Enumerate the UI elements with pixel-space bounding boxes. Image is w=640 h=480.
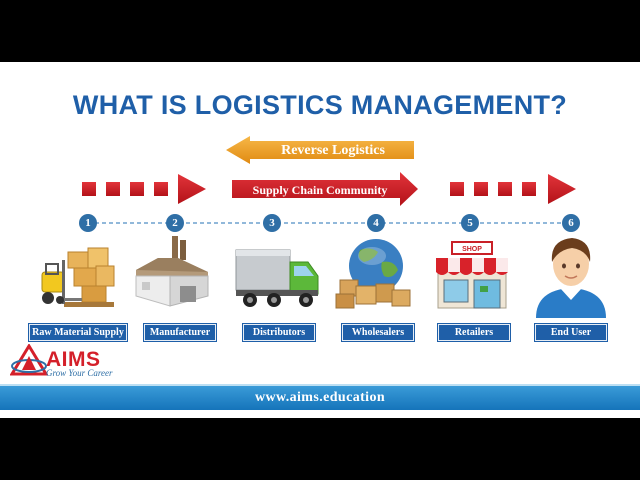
stage-label-retailers: Retailers xyxy=(438,324,510,341)
factory-icon xyxy=(135,236,209,307)
reverse-logistics-label: Reverse Logistics xyxy=(281,143,385,158)
stage-label-raw-material: Raw Material Supply xyxy=(29,324,127,341)
stage-label-wholesalers: Wholesalers xyxy=(342,324,414,341)
stage-number: 5 xyxy=(461,214,479,232)
footer-bar: www.aims.education xyxy=(0,384,640,410)
stage-number: 4 xyxy=(367,214,385,232)
shop-icon xyxy=(436,241,508,309)
stage-number: 6 xyxy=(562,214,580,232)
reverse-logistics-arrow xyxy=(226,136,414,164)
supply-chain-label: Supply Chain Community xyxy=(252,183,388,197)
logo-tagline: Grow Your Career xyxy=(46,368,113,378)
shop-sign: SHOP xyxy=(462,246,482,253)
dashed-arrow-left xyxy=(82,174,206,204)
stage-number: 2 xyxy=(166,214,184,232)
stage-label-end-user: End User xyxy=(535,324,607,341)
globe-boxes-icon xyxy=(335,239,411,309)
logo-name: AIMS xyxy=(46,348,101,371)
slide: WHAT IS LOGISTICS MANAGEMENT? Reverse Lo… xyxy=(0,62,640,418)
stage-number: 1 xyxy=(79,214,97,232)
stage-number: 3 xyxy=(263,214,281,232)
truck-icon xyxy=(235,249,319,307)
supply-chain-arrow xyxy=(232,172,418,206)
forklift-boxes-icon xyxy=(41,247,115,307)
dashed-arrow-right xyxy=(450,174,576,204)
stage-label-manufacturer: Manufacturer xyxy=(144,324,216,341)
aims-logo-icon xyxy=(10,344,48,376)
flow-arrows xyxy=(82,172,576,224)
footer-url[interactable]: www.aims.education xyxy=(254,390,386,405)
user-icon xyxy=(536,238,606,318)
stage-label-distributors: Distributors xyxy=(243,324,315,341)
page-title: WHAT IS LOGISTICS MANAGEMENT? xyxy=(72,90,568,120)
